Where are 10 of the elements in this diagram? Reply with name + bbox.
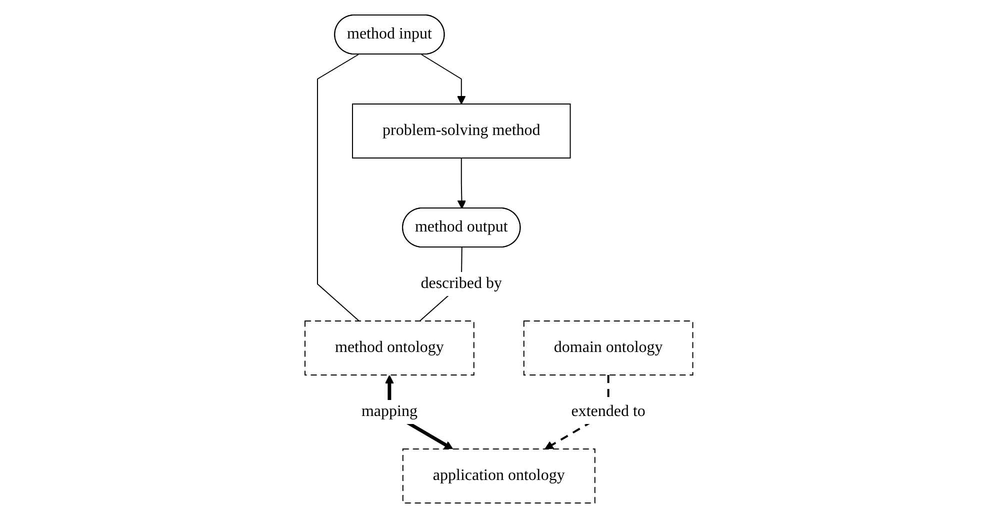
arrow xyxy=(420,54,466,104)
arrow xyxy=(456,157,466,208)
node-box: problem-solving method xyxy=(352,103,570,158)
edge-label: mapping xyxy=(361,402,418,420)
node-box: application ontology xyxy=(402,448,595,503)
edge-label: described by xyxy=(420,274,502,292)
node-box: method ontology xyxy=(304,320,474,375)
edge-label: extended to xyxy=(570,402,646,420)
node-box: domain ontology xyxy=(523,320,693,375)
connector xyxy=(316,54,360,321)
